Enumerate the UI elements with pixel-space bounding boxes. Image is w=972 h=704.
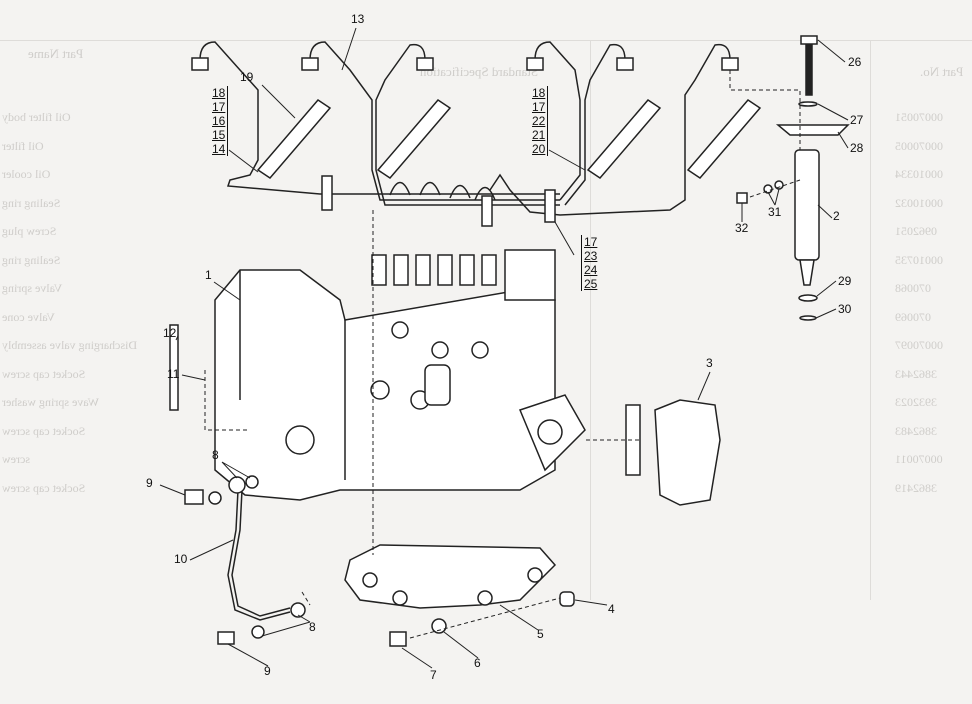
callout-17: 17 (584, 235, 598, 249)
callout-7: 7 (430, 668, 437, 682)
callout-32: 32 (735, 221, 749, 235)
callout-8-upper: 8 (212, 448, 219, 462)
callout-20: 20 (532, 142, 546, 156)
callout-26: 26 (848, 55, 862, 69)
injection-pipes (199, 41, 731, 216)
callout-11: 11 (167, 367, 180, 381)
callout-29: 29 (838, 274, 852, 288)
callout-30: 30 (838, 302, 852, 316)
callout-8-lower: 8 (309, 620, 316, 634)
callout-stack-low: 17 23 24 25 (581, 235, 599, 291)
callout-1: 1 (205, 268, 212, 282)
injection-pump-body (214, 249, 586, 501)
callout-17: 17 (212, 100, 226, 114)
callout-6: 6 (474, 656, 481, 670)
callout-5: 5 (537, 627, 544, 641)
callout-14: 14 (212, 142, 226, 156)
callout-9-upper: 9 (146, 476, 153, 490)
callout-3: 3 (706, 356, 713, 370)
callout-21: 21 (532, 128, 546, 142)
pipe-brackets (256, 99, 762, 227)
callout-23: 23 (584, 249, 598, 263)
callout-9-lower: 9 (264, 664, 271, 678)
callout-19: 19 (240, 70, 254, 84)
callout-28: 28 (850, 141, 864, 155)
callout-18: 18 (212, 86, 226, 100)
callout-stack-left: 18 17 16 15 14 (212, 86, 229, 156)
pipe-nuts (191, 57, 739, 71)
callout-16: 16 (212, 114, 226, 128)
fuel-pipe (227, 489, 291, 621)
callout-25: 25 (584, 277, 598, 291)
injector (736, 35, 850, 321)
bolt-12 (169, 324, 179, 411)
feed-pump (654, 399, 721, 506)
callout-12: 12 (163, 326, 177, 340)
callout-22: 22 (532, 114, 546, 128)
callout-15: 15 (212, 128, 226, 142)
callout-10: 10 (174, 552, 188, 566)
callout-27: 27 (850, 113, 864, 127)
callout-13: 13 (351, 12, 365, 26)
callout-24: 24 (584, 263, 598, 277)
callout-18: 18 (532, 86, 546, 100)
callout-stack-mid: 18 17 22 21 20 (532, 86, 549, 156)
callout-4: 4 (608, 602, 615, 616)
callout-31: 31 (768, 205, 782, 219)
callout-2: 2 (833, 209, 840, 223)
callout-17: 17 (532, 100, 546, 114)
